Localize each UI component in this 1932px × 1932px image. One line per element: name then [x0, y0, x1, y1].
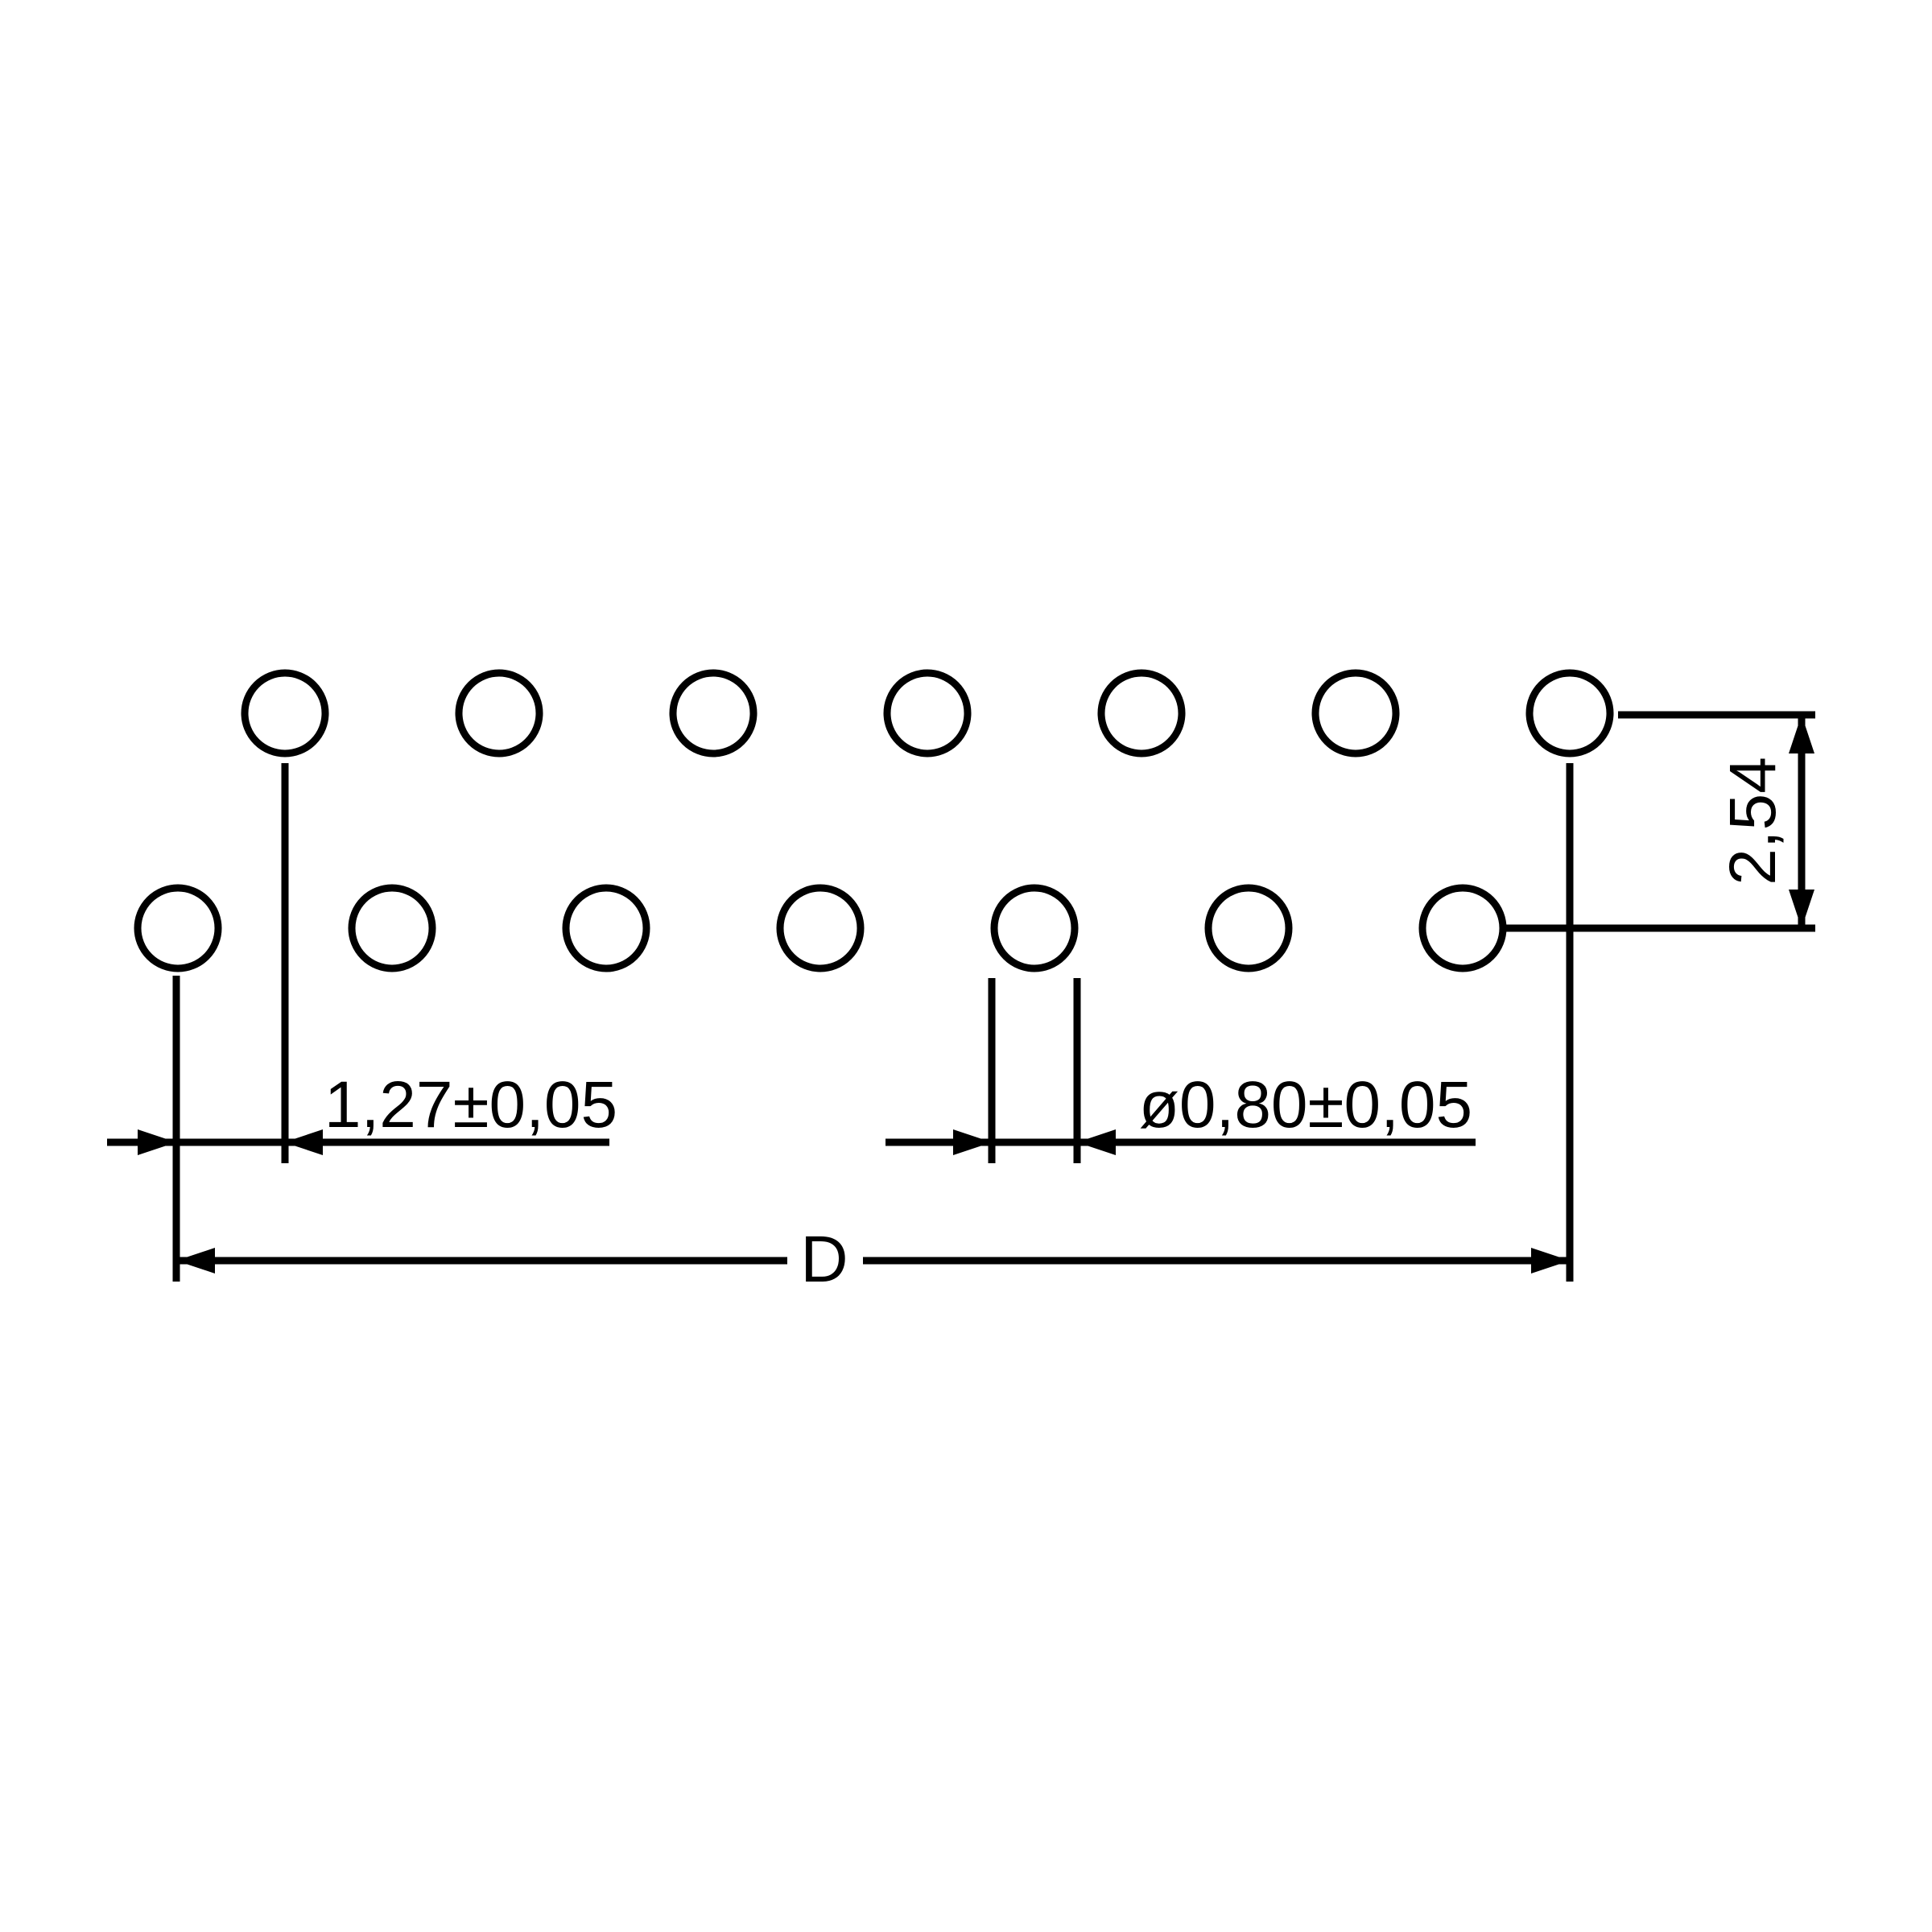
- overall-arrow-right-arrowhead-icon: [1531, 1248, 1570, 1274]
- top-row-hole: [1097, 669, 1186, 758]
- top-row-hole: [1311, 669, 1400, 758]
- bottom-row-hole: [990, 884, 1079, 972]
- overall-width-label: D: [800, 1223, 848, 1296]
- pitch-arrow-right-arrowhead-icon: [284, 1129, 323, 1155]
- row-spacing-label: 2,54: [1716, 757, 1790, 886]
- bottom-row-hole: [1204, 884, 1293, 972]
- pitch-dimension-label: 1,27±0,05: [324, 1068, 617, 1141]
- row-spacing-arrow-top-arrowhead-icon: [1789, 715, 1814, 753]
- top-row-hole: [455, 669, 543, 758]
- top-row-hole: [1525, 669, 1614, 758]
- top-row-hole: [669, 669, 758, 758]
- row-spacing-arrow-bottom-arrowhead-icon: [1789, 890, 1814, 928]
- top-row-hole: [883, 669, 972, 758]
- pitch-arrow-left-arrowhead-icon: [138, 1129, 176, 1155]
- bottom-row-hole: [134, 884, 222, 972]
- diameter-arrow-right-arrowhead-icon: [1077, 1129, 1116, 1155]
- diameter-arrow-left-arrowhead-icon: [953, 1129, 992, 1155]
- bottom-row-hole: [562, 884, 650, 972]
- overall-arrow-left-arrowhead-icon: [176, 1248, 215, 1274]
- top-row-hole: [241, 669, 329, 758]
- bottom-row-hole: [776, 884, 865, 972]
- hole-diameter-label: ø0,80±0,05: [1139, 1068, 1472, 1141]
- drawing-content: 1,27±0,05 ø0,80±0,05 2,54D: [107, 669, 1815, 1296]
- bottom-row-hole: [348, 884, 436, 972]
